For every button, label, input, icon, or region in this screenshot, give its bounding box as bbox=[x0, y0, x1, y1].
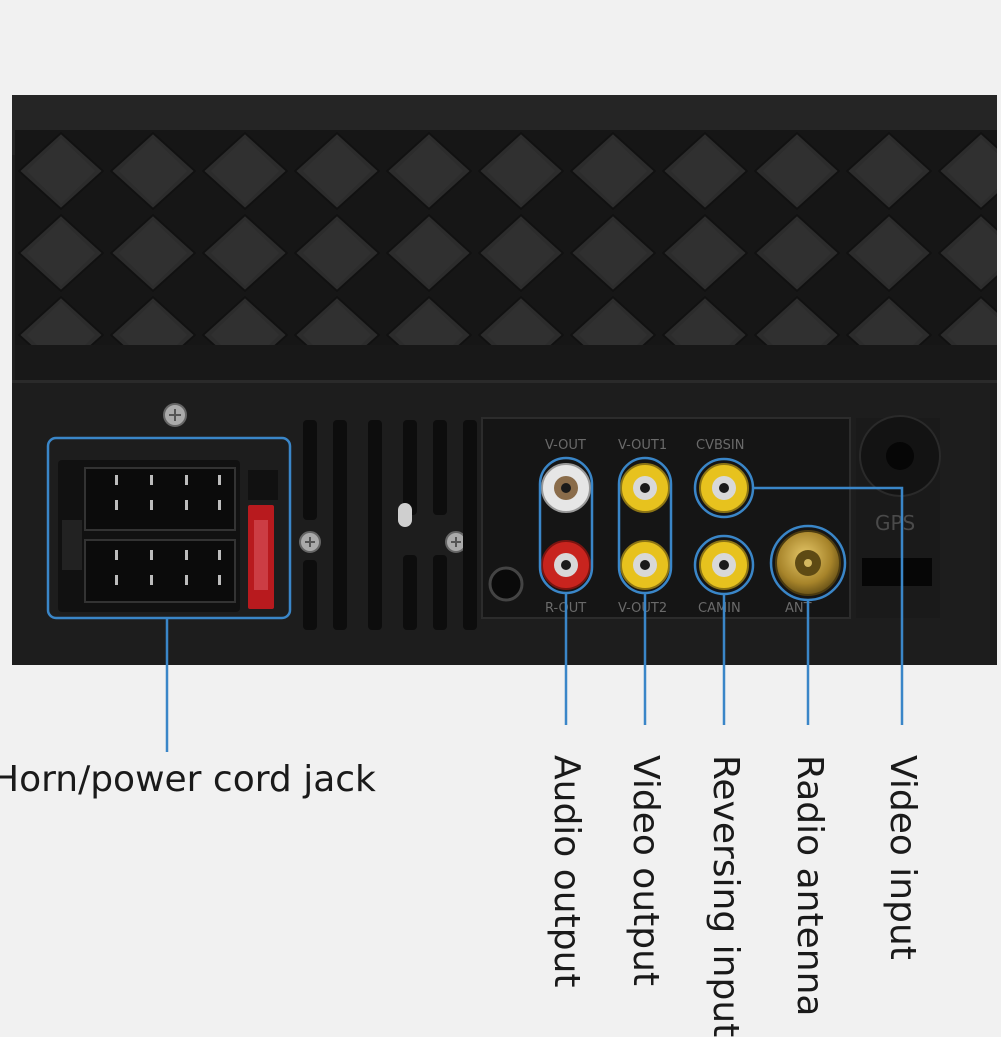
gps-label: GPS bbox=[875, 511, 915, 535]
screw bbox=[163, 403, 187, 427]
rca-jack-yellow bbox=[699, 540, 749, 590]
screw bbox=[445, 531, 467, 553]
video-input-callout: Video input bbox=[882, 755, 923, 960]
audio-output-callout: Audio output bbox=[546, 755, 587, 988]
video-output-callout: Video output bbox=[625, 755, 666, 987]
callout-lines bbox=[165, 486, 904, 752]
iso-connector bbox=[58, 460, 278, 612]
cvbsin-label: CVBSIN bbox=[696, 438, 744, 453]
aux-jack bbox=[488, 566, 524, 602]
iso-connector-highlight bbox=[46, 436, 292, 620]
rca-jack-red bbox=[541, 540, 591, 590]
camin-label: CAMIN bbox=[698, 601, 741, 616]
horn-power-cord-callout: Horn/power cord jack bbox=[0, 759, 376, 800]
rca-jack-yellow bbox=[699, 463, 749, 513]
vent-slots bbox=[303, 420, 477, 630]
vout1-label: V-OUT1 bbox=[618, 438, 667, 453]
vout2-label: V-OUT2 bbox=[618, 601, 667, 616]
antenna-jack bbox=[775, 530, 841, 596]
radio-antenna-callout: Radio antenna bbox=[789, 755, 830, 1017]
rca-jack-yellow bbox=[620, 540, 670, 590]
vout-label: V-OUT bbox=[545, 438, 586, 453]
rca-jack-yellow bbox=[620, 463, 670, 513]
unit-heatsink-housing bbox=[12, 95, 997, 385]
reversing-input-callout: Reversing input bbox=[705, 755, 746, 1037]
screw bbox=[299, 531, 321, 553]
product-photo: V-OUT V-OUT1 CVBSIN R-OUT V-OUT2 CAMIN A… bbox=[12, 95, 997, 752]
ant-label: ANT bbox=[785, 601, 812, 616]
gps-socket bbox=[856, 415, 941, 618]
rca-jack-white bbox=[541, 463, 591, 513]
led-indicator bbox=[398, 503, 412, 527]
